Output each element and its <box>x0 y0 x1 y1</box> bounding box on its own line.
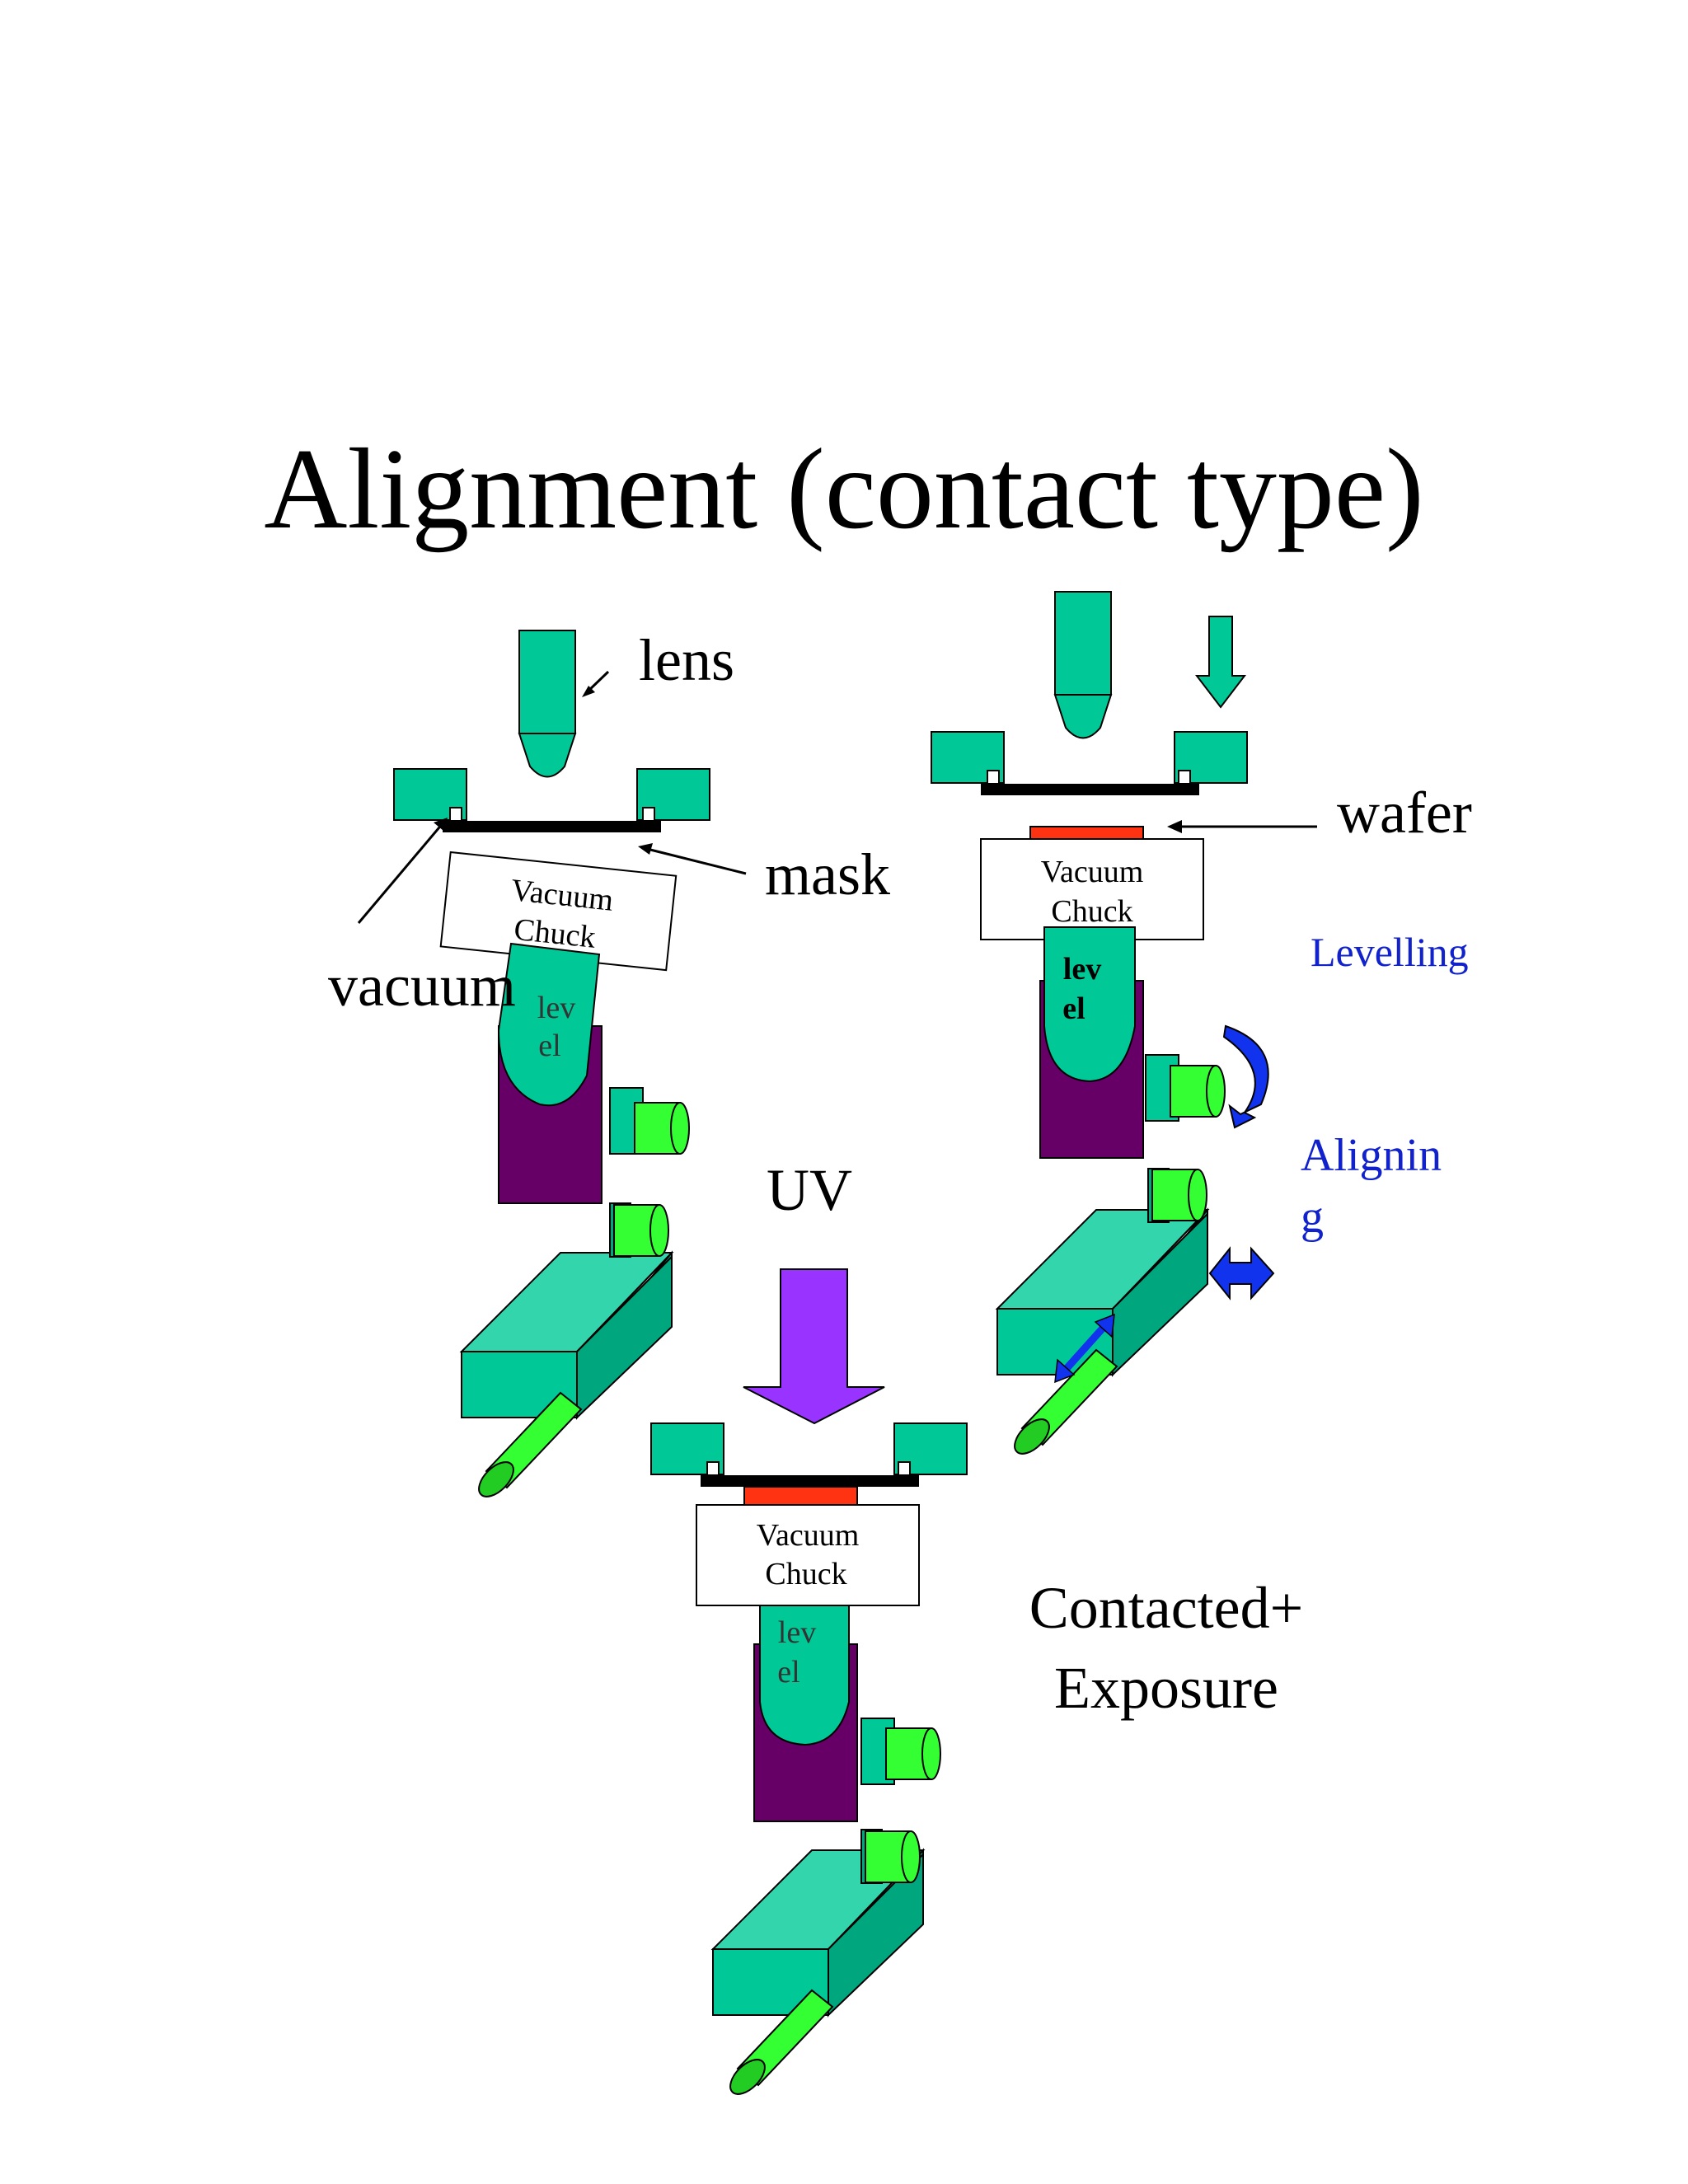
level <box>1043 926 1136 1083</box>
chuck-label: Vacuum <box>1041 855 1144 889</box>
knob <box>1145 1054 1226 1223</box>
knob <box>860 1718 941 1884</box>
level-label: lev <box>1063 952 1101 987</box>
uv-arrow-icon <box>743 1268 885 1425</box>
mask-holder-left <box>393 768 467 821</box>
vacuum-chuck <box>980 838 1204 940</box>
lens-icon <box>518 630 577 778</box>
level <box>759 1605 850 1746</box>
aligning-label: g <box>1301 1192 1324 1243</box>
chuck-label: Chuck <box>765 1557 846 1591</box>
lens-pointer-arrow <box>582 670 610 697</box>
wafer-pointer-arrow <box>1167 820 1317 833</box>
contacted-label: Contacted+ <box>1029 1575 1304 1641</box>
diagonal-double-arrow-icon <box>1054 1313 1115 1384</box>
aligning-label: Alignin <box>1301 1130 1442 1181</box>
mask-pointer-arrow <box>638 843 747 875</box>
page-title: Alignment (contact type) <box>264 425 1423 553</box>
level-label: lev <box>537 991 575 1025</box>
mask <box>981 784 1199 795</box>
lens-icon <box>1053 591 1113 739</box>
level-label: el <box>777 1655 799 1690</box>
panel-levelling-aligning: Vacuum Chuck lev el <box>931 591 1275 1461</box>
knob <box>609 1087 690 1258</box>
vacuum-label: vacuum <box>328 953 516 1019</box>
down-arrow-icon <box>1194 616 1247 709</box>
level-label: lev <box>778 1615 816 1650</box>
wafer-label: wafer <box>1337 780 1472 846</box>
vacuum-chuck <box>696 1504 920 1606</box>
chuck-label: Chuck <box>1051 894 1132 929</box>
mask-label: mask <box>765 841 890 907</box>
panel-initial: Vacuum Chuck lev el <box>393 630 710 1504</box>
mask <box>701 1475 919 1487</box>
double-arrow-icon <box>1208 1246 1275 1301</box>
rotate-arrow-icon <box>1222 1024 1269 1129</box>
level-label: el <box>1062 991 1085 1026</box>
lens-label: lens <box>639 627 734 693</box>
level-label: el <box>538 1029 560 1063</box>
chuck-label: Vacuum <box>757 1518 860 1553</box>
mask <box>443 821 661 832</box>
uv-label: UV <box>767 1157 852 1223</box>
levelling-label: Levelling <box>1311 929 1469 975</box>
level <box>497 942 601 1107</box>
vacuum-pointer-arrow <box>357 818 448 924</box>
contacted-label: Exposure <box>1054 1655 1278 1721</box>
panel-contact-exposure: Vacuum Chuck lev el <box>650 1422 968 2102</box>
